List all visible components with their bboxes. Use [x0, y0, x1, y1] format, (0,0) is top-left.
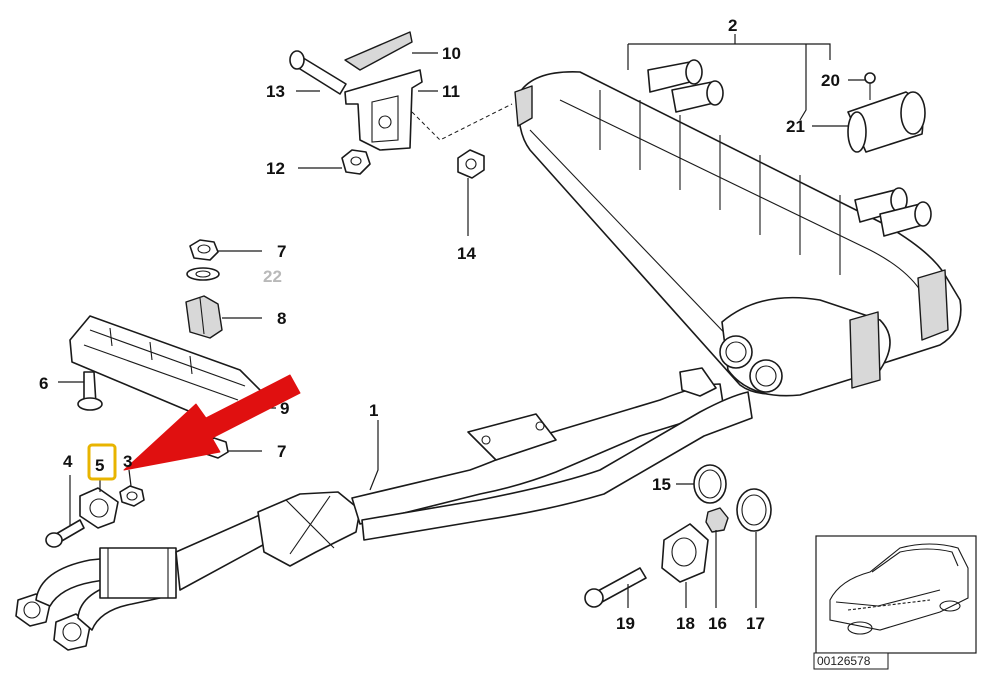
- upper-tailpipes: [647, 59, 724, 113]
- vehicle-thumbnail: [815, 535, 977, 654]
- lower-tailpipes: [854, 187, 932, 237]
- rear-muffler: [514, 59, 962, 397]
- callout-1: 1: [369, 401, 378, 420]
- callout-20: 20: [821, 71, 840, 90]
- callout-11: 11: [442, 82, 460, 101]
- heat-shield: [69, 315, 263, 421]
- washer: [186, 267, 220, 281]
- flange-bolt: [45, 519, 85, 548]
- callout-16: 16: [708, 614, 727, 633]
- callout-3: 3: [123, 452, 132, 471]
- muffler-inlet-pipes: [719, 335, 783, 393]
- flange-gasket: [79, 487, 119, 529]
- hanger-bracket: [344, 31, 423, 151]
- callout-7-upper: 7: [277, 242, 286, 261]
- sealing-ring-17: [736, 488, 772, 532]
- callout-18: 18: [676, 614, 695, 633]
- callout-14: 14: [457, 244, 476, 263]
- callout-labels: 1 2 3 4 5 6 7 7 8 9 10 11 12 13 14 15 16…: [39, 16, 840, 633]
- callout-5: 5: [95, 456, 104, 475]
- callout-17: 17: [746, 614, 765, 633]
- highlight-arrow: [123, 374, 301, 471]
- callout-19: 19: [616, 614, 635, 633]
- sealing-ring-15: [693, 464, 727, 504]
- clamping-flange: [661, 523, 709, 583]
- mounting-bolt: [77, 371, 103, 411]
- trim-screw: [864, 72, 876, 100]
- tailpipe-trim: [847, 91, 926, 153]
- callout-4: 4: [63, 452, 73, 471]
- reference-number: 00126578: [817, 654, 871, 668]
- leader-lines: [58, 34, 865, 608]
- hanger-nut: [341, 149, 371, 175]
- callout-6: 6: [39, 374, 48, 393]
- muffler-nut: [457, 149, 485, 179]
- reference-number-box: 00126578: [813, 652, 889, 670]
- callout-15: 15: [652, 475, 671, 494]
- hanger-bolt: [289, 50, 347, 95]
- highlight-box: [87, 443, 117, 481]
- upper-nut: [189, 239, 219, 261]
- callout-7-lower: 7: [277, 442, 286, 461]
- clamp-nut: [705, 507, 729, 533]
- callout-8: 8: [277, 309, 286, 328]
- callout-9: 9: [280, 399, 289, 418]
- rubber-mount: [185, 295, 223, 339]
- callout-12: 12: [266, 159, 285, 178]
- callout-2: 2: [728, 16, 737, 35]
- callout-22: 22: [263, 267, 282, 286]
- front-pipe: [15, 367, 753, 651]
- flange-nut: [119, 485, 145, 507]
- callout-21: 21: [786, 117, 805, 136]
- callout-10: 10: [442, 44, 461, 63]
- callout-13: 13: [266, 82, 285, 101]
- clamp-bolt: [584, 567, 647, 608]
